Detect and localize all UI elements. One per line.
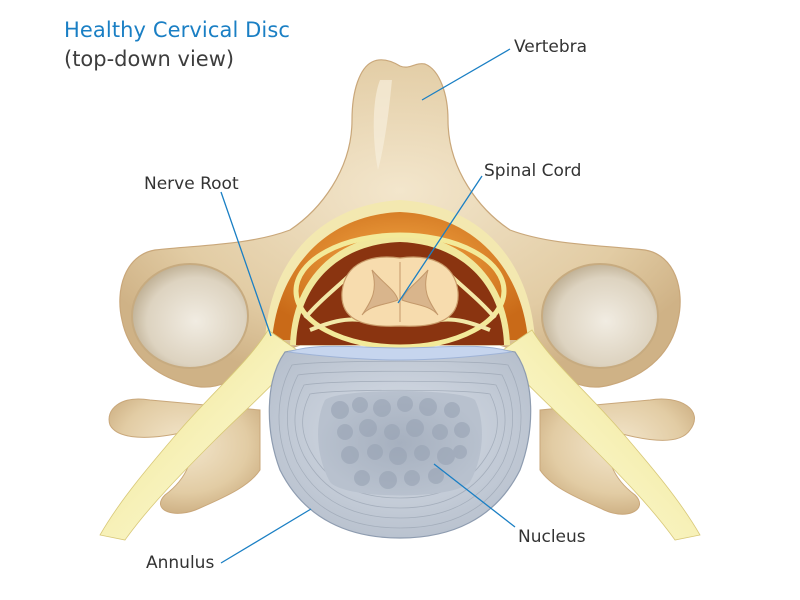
label-nucleus: Nucleus: [518, 527, 586, 547]
leader-lines: [220, 48, 516, 564]
leader-spinal-cord: [397, 175, 483, 304]
leader-vertebra: [421, 48, 511, 101]
leader-annulus: [220, 508, 312, 564]
label-spinal-cord: Spinal Cord: [484, 161, 582, 181]
diagram-title: Healthy Cervical Disc: [64, 18, 291, 42]
label-annulus: Annulus: [146, 553, 215, 573]
leader-nucleus: [433, 463, 516, 528]
spinal-cord: [341, 256, 459, 327]
leader-nerve-root: [220, 191, 272, 337]
nucleus-pulposus: [318, 391, 482, 496]
diagram-subtitle: (top-down view): [64, 47, 235, 71]
nerve-roots: [99, 329, 701, 541]
label-vertebra: Vertebra: [514, 37, 588, 57]
label-nerve-root: Nerve Root: [144, 174, 239, 194]
